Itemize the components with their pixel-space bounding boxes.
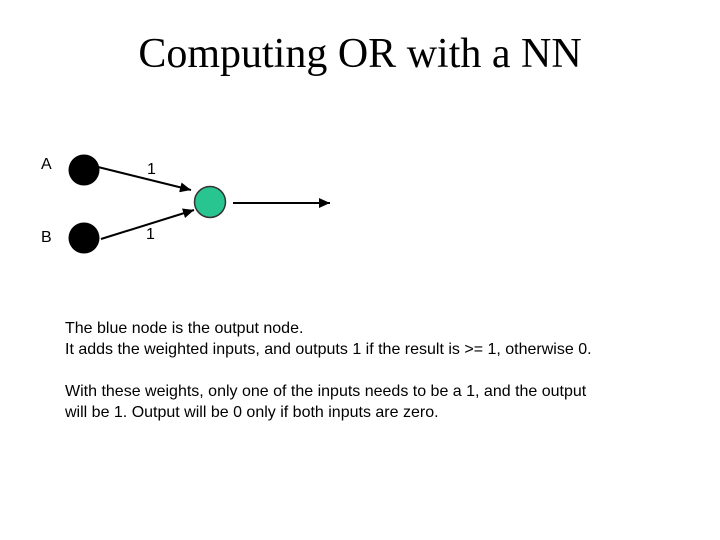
weight-a-label: 1: [147, 161, 156, 178]
body-text-line: The blue node is the output node.: [65, 320, 304, 337]
edge-b-to-output: [100, 208, 195, 240]
body-paragraph-1: The blue node is the output node. It add…: [65, 318, 592, 360]
weight-b-label: 1: [146, 226, 155, 243]
input-b-label: B: [41, 229, 52, 246]
body-text-line: will be 1. Output will be 0 only if both…: [65, 404, 439, 421]
input-node-b: [68, 222, 100, 254]
output-node: [193, 185, 227, 219]
input-a-label: A: [41, 156, 52, 173]
input-node-a: [68, 154, 100, 186]
edge-a-to-output: [97, 166, 192, 193]
body-text-line: With these weights, only one of the inpu…: [65, 383, 587, 400]
body-paragraph-2: With these weights, only one of the inpu…: [65, 381, 586, 423]
slide-title: Computing OR with a NN: [138, 31, 582, 77]
body-text-line: It adds the weighted inputs, and outputs…: [65, 341, 592, 358]
